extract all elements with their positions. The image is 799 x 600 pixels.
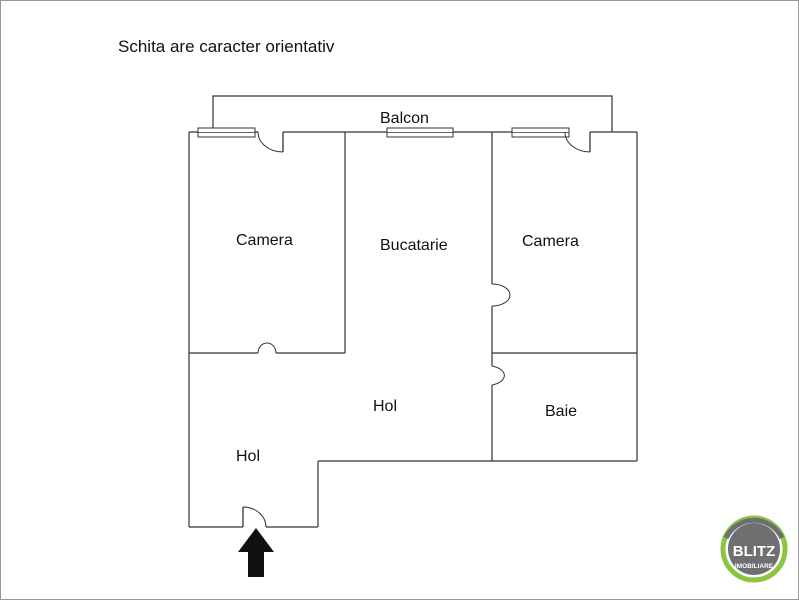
room-label-camera-right: Camera xyxy=(522,233,579,250)
outer-walls xyxy=(188,131,638,528)
doors xyxy=(242,131,591,528)
logo-sub-text: IMOBILIARE xyxy=(735,563,774,570)
windows xyxy=(197,127,570,138)
sketch-note: Schita are caracter orientativ xyxy=(118,37,335,56)
room-label-camera-left: Camera xyxy=(236,232,293,249)
room-label-kitchen: Bucatarie xyxy=(380,237,448,254)
room-label-hall-left: Hol xyxy=(236,448,260,465)
entrance-arrow-icon xyxy=(238,528,274,577)
logo-brand-text: BLITZ xyxy=(733,543,776,560)
room-label-bathroom: Baie xyxy=(545,403,577,420)
blitz-logo-icon: BLITZ IMOBILIARE xyxy=(720,515,788,583)
room-label-hall-center: Hol xyxy=(373,398,397,415)
interior-walls xyxy=(189,132,637,461)
balcony-label: Balcon xyxy=(380,110,429,127)
balcony-outline xyxy=(212,95,613,132)
